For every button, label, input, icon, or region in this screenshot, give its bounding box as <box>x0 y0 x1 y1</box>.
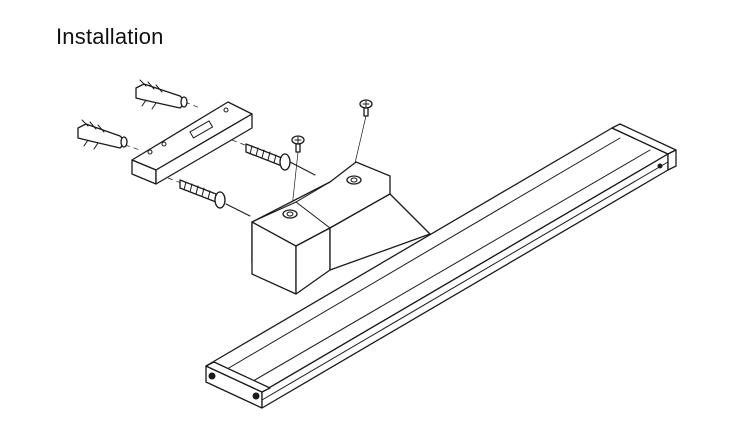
page-title: Installation <box>56 24 164 49</box>
wood-screw-lower <box>167 177 251 217</box>
wall-plug-upper <box>135 79 201 110</box>
light-bar <box>205 123 677 409</box>
mounting-plate <box>131 101 253 185</box>
machine-screw-left <box>291 135 305 209</box>
wall-plug-lower <box>77 119 141 151</box>
wood-screw-upper <box>231 139 316 176</box>
wall-bracket <box>251 161 431 295</box>
